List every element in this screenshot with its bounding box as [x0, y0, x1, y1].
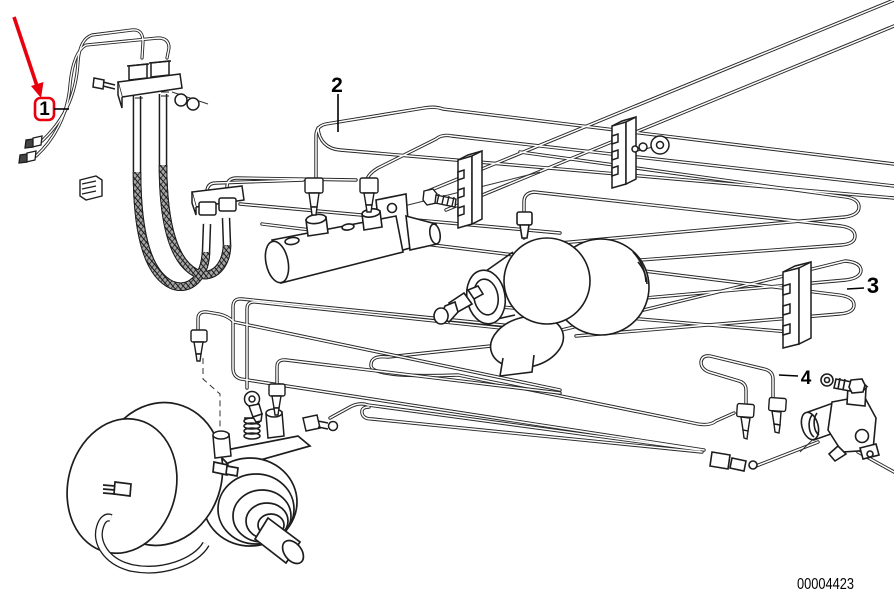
svg-text:4: 4: [801, 368, 812, 389]
svg-text:2: 2: [331, 74, 343, 97]
svg-text:1: 1: [39, 99, 50, 120]
svg-text:00004423: 00004423: [797, 576, 854, 593]
svg-text:3: 3: [867, 273, 879, 298]
